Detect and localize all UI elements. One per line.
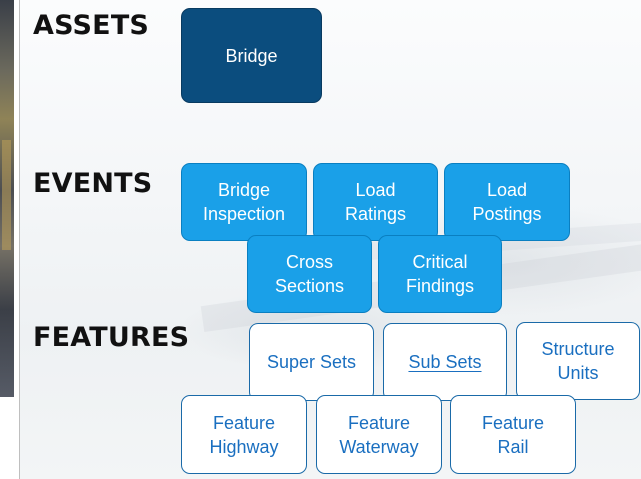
- events-heading: EVENTS: [33, 168, 153, 199]
- feature-super-sets-box[interactable]: Super Sets: [249, 323, 374, 401]
- sub-sets-link[interactable]: Sub Sets: [408, 352, 482, 372]
- assets-heading: ASSETS: [33, 10, 150, 41]
- event-load-ratings-box[interactable]: Load Ratings: [313, 163, 438, 241]
- feature-waterway-box[interactable]: Feature Waterway: [316, 395, 442, 474]
- feature-rail-box[interactable]: Feature Rail: [450, 395, 576, 474]
- features-heading: FEATURES: [33, 322, 190, 353]
- feature-structure-units-box[interactable]: Structure Units: [516, 322, 640, 400]
- left-photo-strip: [0, 0, 14, 397]
- feature-highway-box[interactable]: Feature Highway: [181, 395, 307, 474]
- event-load-postings-box[interactable]: Load Postings: [444, 163, 570, 241]
- event-critical-findings-box[interactable]: Critical Findings: [378, 235, 502, 313]
- feature-sub-sets-box[interactable]: Sub Sets: [383, 323, 507, 401]
- event-cross-sections-box[interactable]: Cross Sections: [247, 235, 372, 313]
- event-bridge-inspection-box[interactable]: Bridge Inspection: [181, 163, 307, 241]
- asset-bridge-box[interactable]: Bridge: [181, 8, 322, 103]
